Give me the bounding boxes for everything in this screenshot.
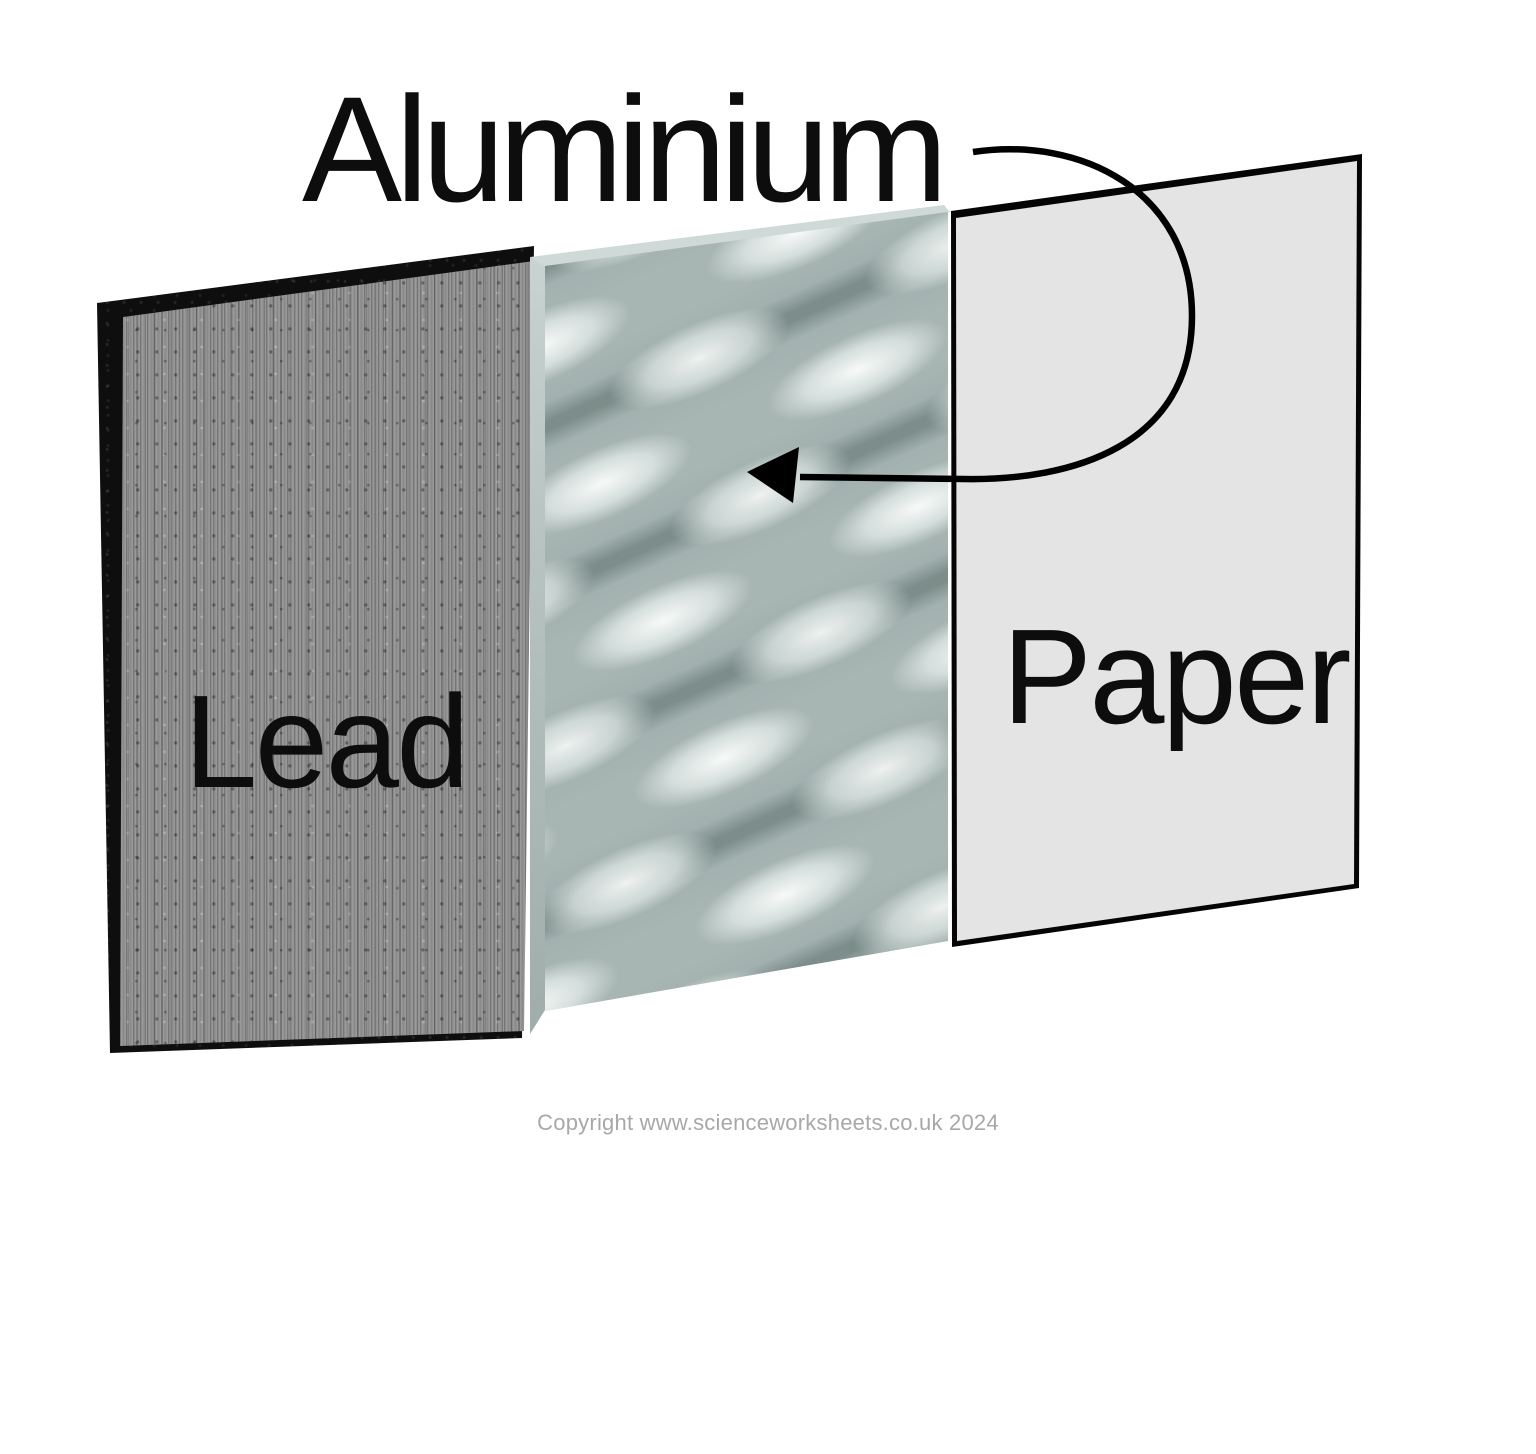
paper-label: Paper [1002,601,1351,752]
copyright-text: Copyright www.scienceworksheets.co.uk 20… [537,1110,999,1135]
aluminium-label: Aluminium [302,65,948,233]
aluminium-panel-side-edge [530,257,545,1034]
lead-label: Lead [184,668,470,815]
lead-panel-face [120,261,534,1046]
diagram-canvas: Aluminium Lead Paper Copyright www.scien… [97,65,1362,1135]
